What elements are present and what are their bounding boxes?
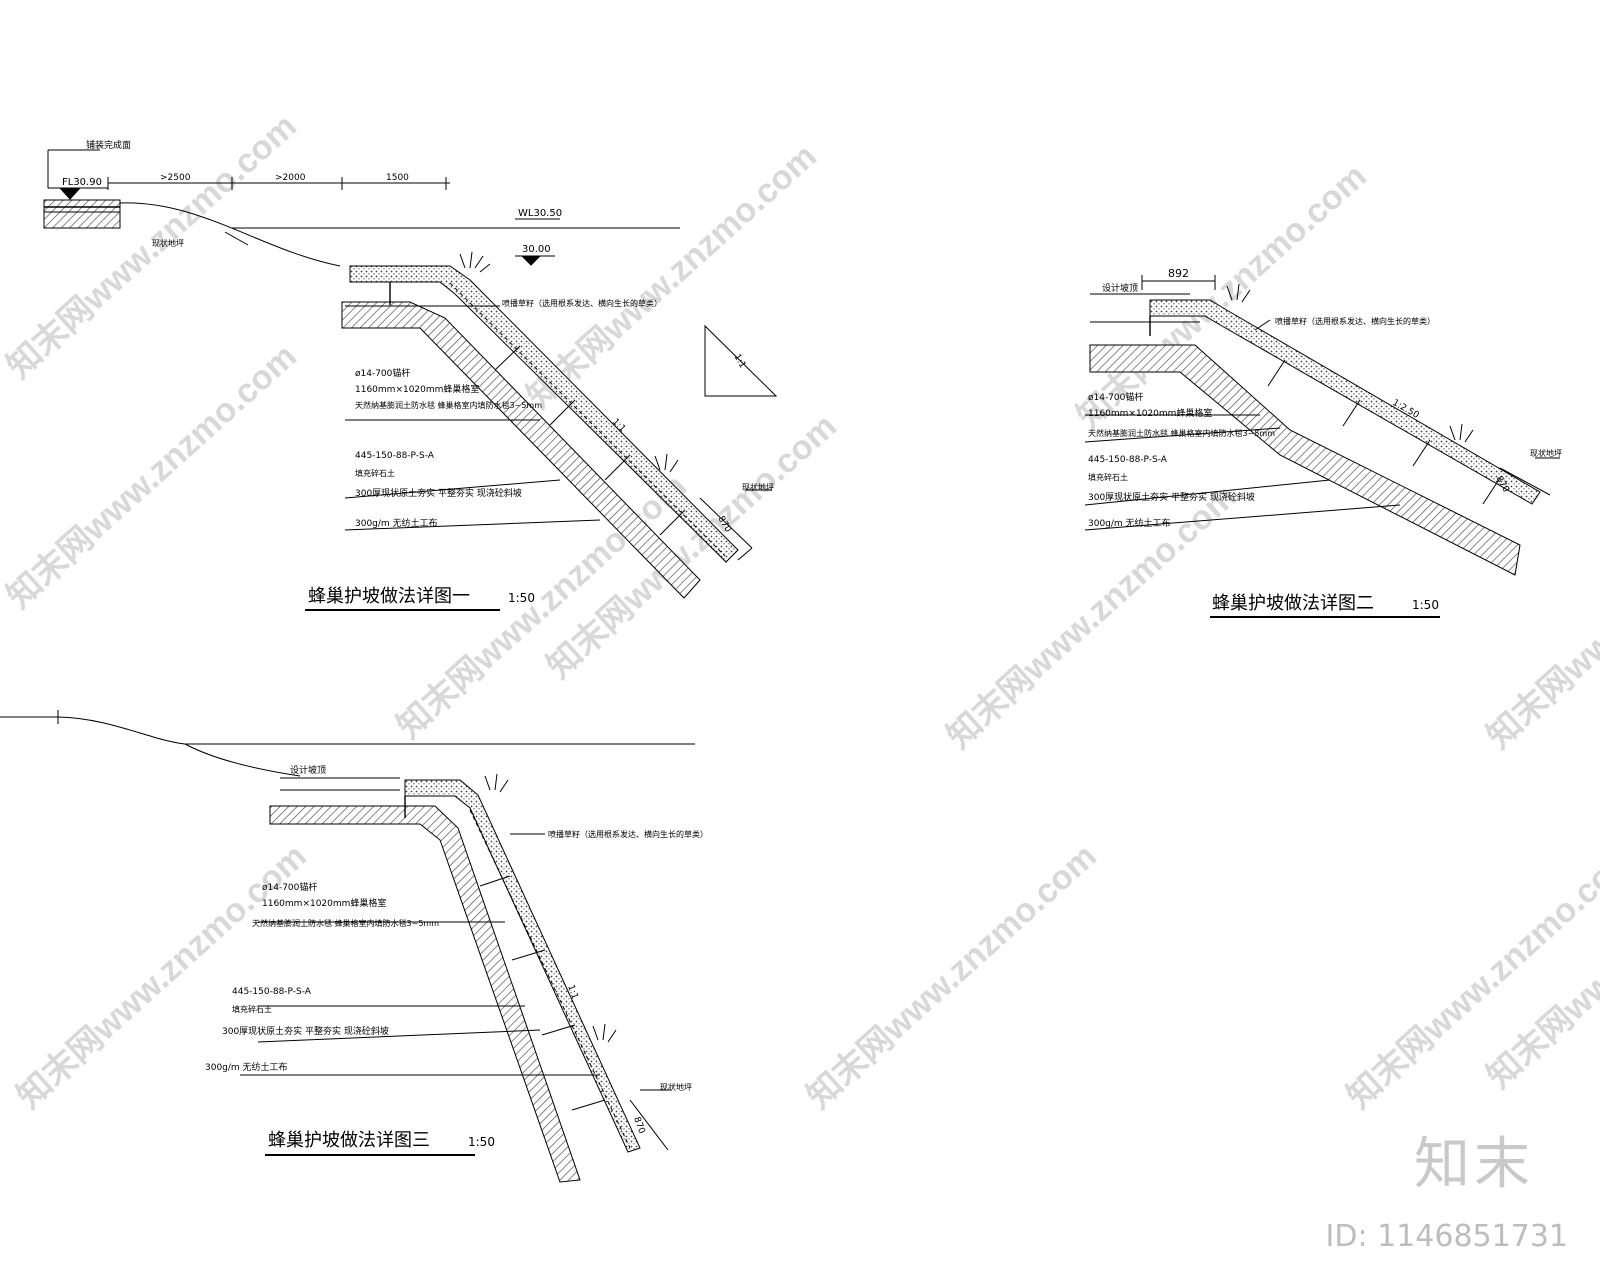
paving-label: 铺装完成面 — [86, 139, 131, 151]
wl-level: WL30.50 — [518, 208, 562, 219]
level-3000: 30.00 — [522, 244, 551, 255]
detail-3-scale: 1:50 — [468, 1135, 495, 1149]
soil-base — [341, 301, 701, 599]
note-soil: 300厚现状原土夯实 平整夯实 现浇砼斜坡 — [355, 487, 522, 499]
soil-base — [269, 805, 581, 1183]
note-membrane: 天然纳基膨润土防水毯 蜂巢格室内填防水毯3~5mm — [355, 400, 542, 410]
watermark-text: 知末网www.znzmo.com — [1340, 837, 1600, 1116]
design-level: 设计坡顶 — [1102, 282, 1138, 294]
detail-3 — [0, 710, 695, 1183]
note-anchor: ø14-700锚杆 — [1088, 391, 1143, 403]
existing-ground-label-2: 现状地坪 — [742, 482, 774, 492]
note-geocell: 1160mm×1020mm蜂巢格室 — [1088, 407, 1212, 419]
note-anchor: ø14-700锚杆 — [262, 881, 317, 893]
fl-level: FL30.90 — [62, 177, 102, 188]
detail-1-labels: 铺装完成面 FL30.90 >2500 >2000 1500 WL30.50 3… — [62, 139, 774, 607]
geocell-band — [1149, 299, 1541, 505]
slope-ratio: 1:1 — [565, 984, 579, 1001]
note-geotextile: 300g/m 无纺土工布 — [205, 1061, 288, 1073]
dim-1: >2500 — [160, 173, 191, 183]
note-geocell: 1160mm×1020mm蜂巢格室 — [262, 897, 386, 909]
note-fill: 填充碎石土 — [1088, 472, 1128, 482]
watermark-text: 知末网www.znzmo.com — [1480, 477, 1600, 756]
detail-2-title: 蜂巢护坡做法详图二 — [1212, 593, 1374, 614]
dim-892: 892 — [1168, 267, 1189, 280]
detail-2-labels: 892 设计坡顶 喷播草籽（选用根系发达、横向生长的草类） 1:2.50 现状地… — [1088, 267, 1562, 614]
dim-2: >2000 — [275, 173, 306, 183]
grass-note: 喷播草籽（选用根系发达、横向生长的草类） — [502, 298, 662, 308]
note-membrane: 天然纳基膨润土防水毯 蜂巢格室内填防水毯3~5mm — [252, 918, 439, 928]
detail-1-title: 蜂巢护坡做法详图一 — [308, 586, 470, 607]
detail-3-title: 蜂巢护坡做法详图三 — [268, 1130, 430, 1151]
dim-3: 1500 — [386, 173, 409, 183]
detail-1-scale: 1:50 — [508, 591, 535, 605]
paving-block — [43, 199, 121, 229]
note-anchor: ø14-700锚杆 — [355, 367, 410, 379]
existing-ground-label: 现状地坪 — [152, 238, 184, 248]
note-geocell: 1160mm×1020mm蜂巢格室 — [355, 383, 479, 395]
detail-2-scale: 1:50 — [1412, 598, 1439, 612]
level-marker — [58, 187, 82, 200]
note-soil: 300厚现状原土夯实 平整夯实 现浇砼斜坡 — [222, 1025, 389, 1037]
brand-watermark: 知末 — [1414, 1132, 1534, 1197]
watermark-text: 知末网www.znzmo.com — [800, 837, 1104, 1116]
grass-note: 喷播草籽（选用根系发达、横向生长的草类） — [548, 829, 708, 839]
slope-triangle — [704, 324, 778, 397]
existing-ground-label: 现状地坪 — [660, 1082, 692, 1092]
detail-3-labels: 设计坡顶 喷播草籽（选用根系发达、横向生长的草类） 1:1 现状地坪 870 ø… — [205, 764, 708, 1151]
image-id: ID: 1146851731 — [1325, 1219, 1568, 1254]
note-geotextile: 300g/m 无纺土工布 — [355, 517, 438, 529]
note-spec: 445-150-88-P-S-A — [1088, 455, 1168, 465]
slope-ratio-tri: 1:1 — [731, 353, 747, 371]
ground-curve — [119, 202, 341, 267]
note-geotextile: 300g/m 无纺土工布 — [1088, 517, 1171, 529]
soil-base — [1089, 344, 1521, 576]
geocell-band — [349, 265, 739, 563]
note-fill: 填充碎石土 — [232, 1004, 272, 1014]
note-membrane: 天然纳基膨润土防水毯 蜂巢格室内填防水毯3~5mm — [1088, 428, 1275, 438]
note-soil: 300厚现状原土夯实 平整夯实 现浇砼斜坡 — [1088, 491, 1255, 503]
design-level: 设计坡顶 — [290, 764, 326, 776]
detail-1 — [43, 149, 778, 611]
level-marker — [520, 255, 542, 266]
note-spec: 445-150-88-P-S-A — [232, 987, 312, 997]
geocell-band — [404, 779, 641, 1153]
watermark-text: 知末网www.znzmo.com — [520, 137, 824, 416]
detail-2 — [1084, 275, 1560, 618]
ground-curve — [57, 716, 186, 745]
watermark-text: 知末网www.znzmo.com — [0, 337, 304, 616]
watermark-text: 知末网www.znzmo.com — [10, 837, 314, 1116]
existing-ground-label: 现状地坪 — [1530, 448, 1562, 458]
note-fill: 填充碎石土 — [355, 468, 395, 478]
note-spec: 445-150-88-P-S-A — [355, 451, 435, 461]
grass-note: 喷播草籽（选用根系发达、横向生长的草类） — [1275, 316, 1435, 326]
